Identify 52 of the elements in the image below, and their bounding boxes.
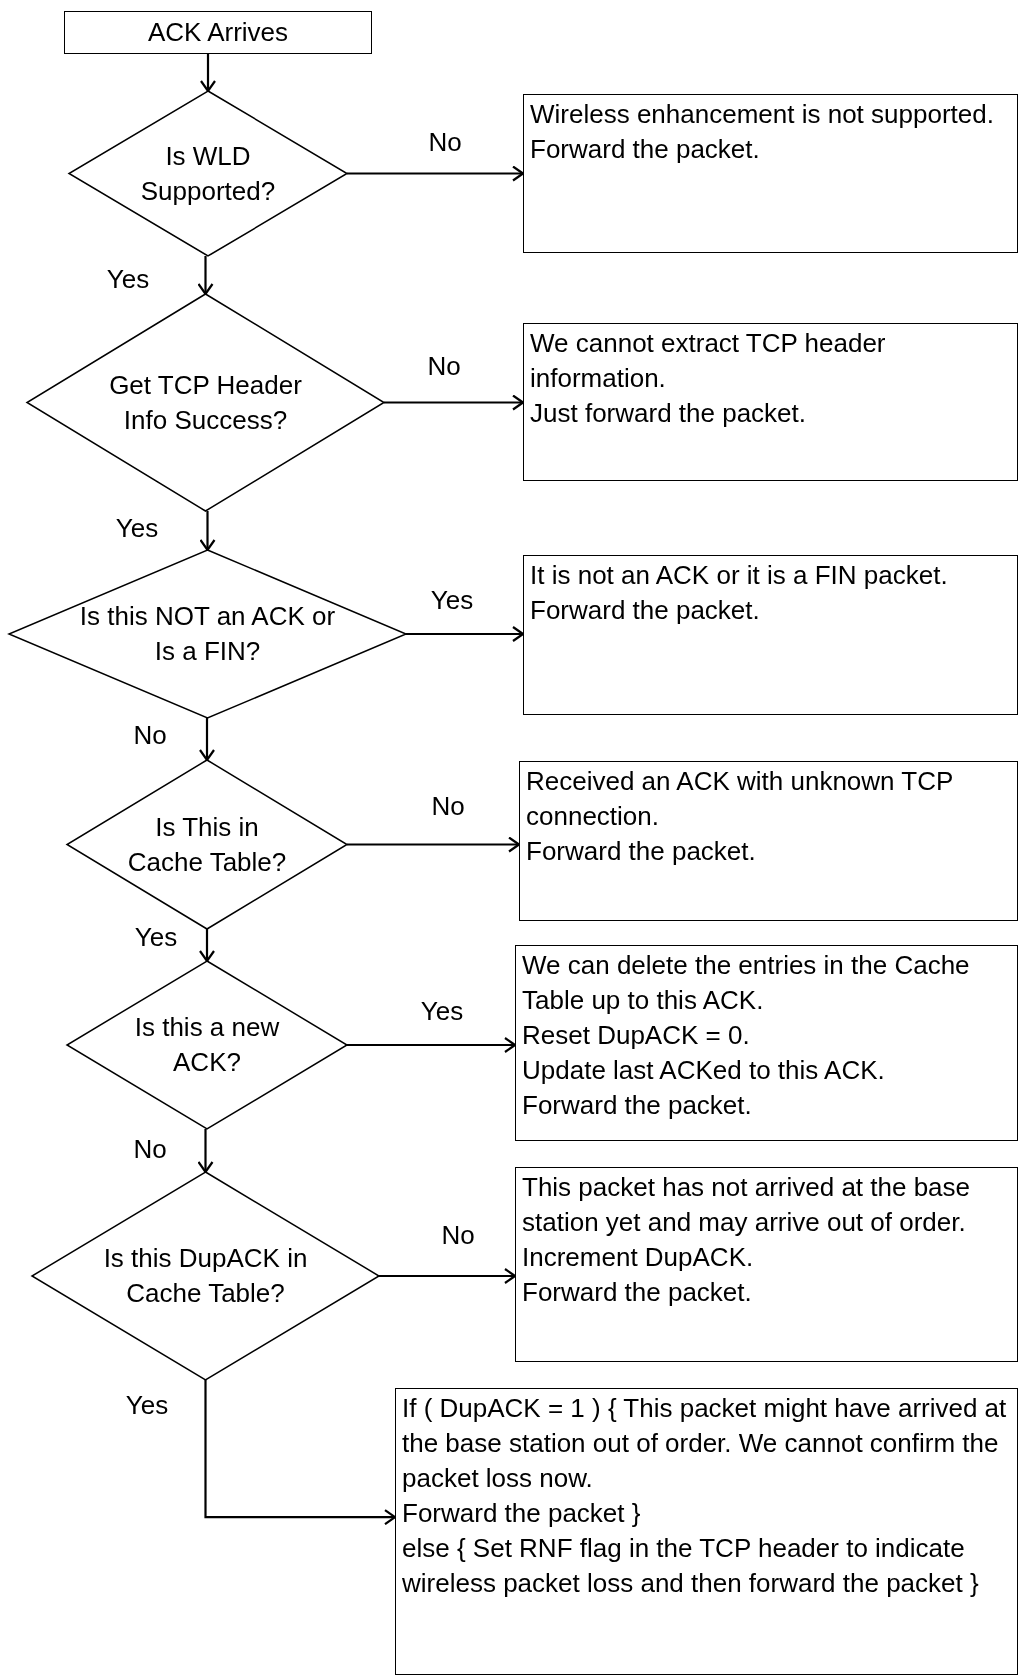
decision-text: Is WLD Supported? <box>139 139 277 208</box>
process-box <box>515 1167 1018 1362</box>
decision-diamond <box>69 91 347 256</box>
box-text: We can delete the entries in the Cache Table up to this ACK. <box>522 949 971 1017</box>
arrow <box>198 718 216 762</box>
process-box <box>519 761 1018 921</box>
box-text: Forward the packet. <box>522 1276 753 1309</box>
decision-text: Get TCP Header Info Success? <box>108 368 303 437</box>
box-text: Forward the packet. <box>522 1089 753 1122</box>
start-box <box>64 11 372 54</box>
box-text: This packet has not arrived at the base station yet and may arrive out of order. <box>522 1171 972 1239</box>
box-text: Reset DupACK = 0. <box>522 1019 751 1052</box>
decision-diamond <box>27 294 384 511</box>
box-text: Forward the packet. <box>526 835 757 868</box>
box-text: Increment DupACK. <box>522 1241 755 1274</box>
box-text: Update last ACKed to this ACK. <box>522 1054 886 1087</box>
arrow <box>347 165 525 182</box>
box-text: Received an ACK with unknown TCP connection. <box>526 765 954 833</box>
arrow <box>198 929 216 963</box>
arrow <box>199 54 217 93</box>
arrow <box>197 256 214 296</box>
arrow <box>406 625 525 643</box>
arrow <box>204 1380 397 1526</box>
box-text: If ( DupACK = 1 ) { This packet might have arrived at the base station out of order. We cannot confirm the packet loss now. <box>402 1392 1008 1495</box>
decision-diamond <box>67 961 347 1129</box>
arrow <box>347 836 521 853</box>
process-box <box>523 323 1018 481</box>
decision-text: Is this NOT an ACK or Is a FIN? <box>78 600 337 668</box>
process-box <box>523 555 1018 715</box>
box-text: Wireless enhancement is not supported. <box>530 98 995 131</box>
arrow <box>199 511 216 552</box>
start-text: ACK Arrives <box>147 16 289 49</box>
arrow <box>384 394 525 411</box>
box-text: Just forward the packet. <box>530 397 808 430</box>
arrow <box>347 1036 517 1054</box>
box-text: Forward the packet } <box>402 1497 642 1530</box>
box-text: else { Set RNF flag in the TCP header to indicate wireless packet loss and then forward the packet } <box>402 1532 980 1600</box>
arrow <box>197 1129 214 1174</box>
decision-text: Is this DupACK in Cache Table? <box>102 1242 309 1310</box>
box-text: We cannot extract TCP header information. <box>530 327 887 395</box>
decision-text: Is this a new ACK? <box>133 1011 281 1079</box>
box-text: Forward the packet. <box>530 133 761 166</box>
decision-text: Is This in Cache Table? <box>126 810 288 879</box>
process-box <box>523 94 1018 253</box>
box-text: It is not an ACK or it is a FIN packet. <box>530 559 949 592</box>
process-box <box>515 945 1018 1141</box>
process-box <box>395 1388 1018 1675</box>
decision-diamond <box>67 760 347 929</box>
decision-diamond <box>32 1172 379 1380</box>
box-text: Forward the packet. <box>530 594 761 627</box>
decision-diamond <box>9 550 406 718</box>
arrow <box>379 1267 517 1285</box>
